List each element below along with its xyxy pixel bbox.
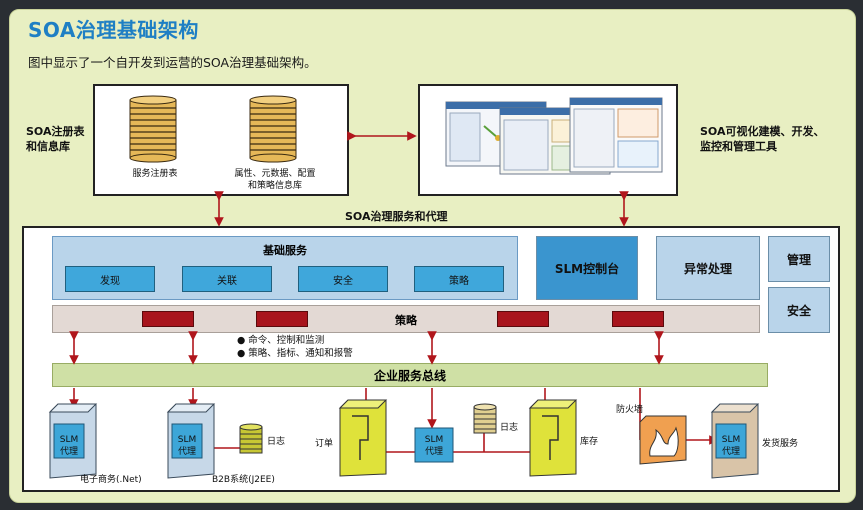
database-icon <box>249 95 297 163</box>
firewall-icon <box>639 415 687 465</box>
registry-item-2-line2: 和策略信息库 <box>247 181 302 191</box>
inventory-server-icon <box>528 399 578 477</box>
registry-box: 服务注册表 属性、元数据、配置 和策略信息库 <box>93 84 349 196</box>
exception-handling-block: 异常处理 <box>656 236 760 300</box>
policy-marker <box>612 311 664 327</box>
log-database-icon <box>473 403 497 434</box>
page-title: SOA治理基础架构 <box>28 18 199 42</box>
security-block: 安全 <box>768 287 830 333</box>
tools-box <box>418 84 678 196</box>
service-policy: 策略 <box>414 266 504 292</box>
policy-marker <box>497 311 549 327</box>
service-association: 关联 <box>182 266 272 292</box>
slm-agent-icon <box>414 427 454 463</box>
policy-strip-label: 策略 <box>395 314 417 327</box>
b2b-label: B2B系统(J2EE) <box>212 475 275 485</box>
shipping-label: 发货服务 <box>762 439 799 449</box>
bullet-command: ● 命令、控制和监测 <box>237 335 325 346</box>
bullet-policy-metrics: ● 策略、指标、通知和报警 <box>237 348 353 359</box>
shipping-server-icon <box>710 403 760 479</box>
slm-console-block: SLM控制台 <box>536 236 638 300</box>
registry-label-2: 和信息库 <box>26 140 70 153</box>
ecommerce-label: 电子商务(.Net) <box>80 475 142 485</box>
tools-label-1: SOA可视化建模、开发、 <box>700 125 825 138</box>
log-database-icon <box>239 423 263 454</box>
tools-label-2: 监控和管理工具 <box>700 140 777 153</box>
order-server-icon <box>338 399 388 477</box>
registry-item-1: 服务注册表 <box>132 169 178 179</box>
basic-services-title: 基础服务 <box>263 244 307 257</box>
tool-screenshots-icon <box>445 97 663 175</box>
page-subtitle: 图中显示了一个自开发到运营的SOA治理基础架构。 <box>28 55 317 70</box>
bullet-list: ● 命令、控制和监测 ● 策略、指标、通知和报警 <box>237 334 353 360</box>
service-security: 安全 <box>298 266 388 292</box>
service-discovery: 发现 <box>65 266 155 292</box>
policy-marker <box>256 311 308 327</box>
enterprise-service-bus: 企业服务总线 <box>52 363 768 387</box>
management-block: 管理 <box>768 236 830 282</box>
registry-label-1: SOA注册表 <box>26 125 85 138</box>
database-icon <box>129 95 177 163</box>
firewall-label: 防火墙 <box>616 405 644 415</box>
server-icon <box>166 403 216 479</box>
log-label: 日志 <box>500 423 519 433</box>
inventory-label: 库存 <box>580 437 599 447</box>
policy-marker <box>142 311 194 327</box>
log-label: 日志 <box>267 437 286 447</box>
registry-item-2-line1: 属性、元数据、配置 <box>234 169 316 179</box>
database-icons <box>129 95 297 163</box>
governance-label: SOA治理服务和代理 <box>345 210 448 223</box>
order-label: 订单 <box>315 439 334 449</box>
server-icon <box>48 403 98 479</box>
